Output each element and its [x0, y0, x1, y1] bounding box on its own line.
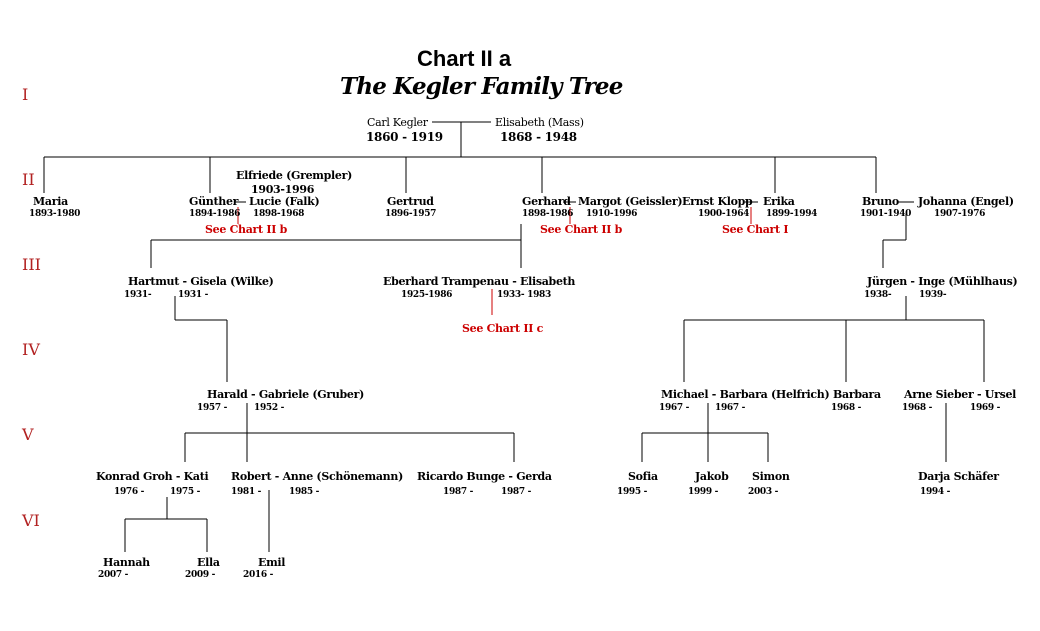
- person-dates: 1999 -: [688, 487, 719, 497]
- person-dates: 1896-1957: [385, 209, 437, 219]
- person-dates: 1900-1964: [698, 209, 750, 219]
- person-name: Sofia: [628, 470, 658, 483]
- person-dates: 1939-: [919, 290, 947, 300]
- person-name: Erika: [763, 195, 795, 208]
- couple-name: Eberhard Trampenau - Elisabeth: [383, 275, 576, 288]
- person-dates: 1893-1980: [29, 209, 81, 219]
- person-name: Maria: [33, 195, 68, 208]
- person-dates: 1968 -: [902, 403, 933, 413]
- person-dates: 1969 -: [970, 403, 1001, 413]
- person-dates: 1925-1986: [401, 290, 453, 300]
- person-dates: 1976 -: [114, 487, 145, 497]
- person-dates: 1975 -: [170, 487, 201, 497]
- person-dates: 1898-1986: [522, 209, 574, 219]
- see-chart-link[interactable]: See Chart I: [722, 223, 789, 236]
- person-name: Jakob: [695, 470, 729, 483]
- generation-label-2: II: [22, 170, 35, 189]
- person-dates: 1903-1996: [251, 183, 315, 196]
- person-dates: 2007 -: [98, 570, 129, 580]
- couple-name: Arne Sieber - Ursel: [904, 388, 1017, 401]
- couple-name: Robert - Anne (Schönemann): [231, 470, 403, 483]
- person-dates: 1987 -: [501, 487, 532, 497]
- person-name: Darja Schäfer: [918, 470, 999, 483]
- person-dates: 1860 - 1919: [366, 130, 443, 144]
- generation-label-4: IV: [22, 340, 40, 359]
- couple-name: Jürgen - Inge (Mühlhaus): [867, 275, 1018, 288]
- person-dates: 1957 -: [197, 403, 228, 413]
- person-dates: 1910-1996: [586, 209, 638, 219]
- person-dates: 2003 -: [748, 487, 779, 497]
- generation-label-3: III: [22, 255, 41, 274]
- couple-name: Michael - Barbara (Helfrich): [661, 388, 830, 401]
- chart-subtitle: The Kegler Family Tree: [340, 73, 623, 100]
- person-dates: 1981 -: [231, 487, 262, 497]
- person-name: Lucie (Falk): [249, 195, 320, 208]
- chart-title: Chart II a: [417, 46, 512, 71]
- person-dates: 1987 -: [443, 487, 474, 497]
- person-dates: 1994 -: [920, 487, 951, 497]
- see-chart-link[interactable]: See Chart II b: [205, 223, 287, 236]
- person-dates: 1931-: [124, 290, 152, 300]
- person-dates: 1894-1986: [189, 209, 241, 219]
- see-chart-link[interactable]: See Chart II c: [462, 322, 543, 335]
- person-name: Gertrud: [387, 195, 434, 208]
- person-name: Margot (Geissler): [578, 195, 683, 208]
- person-dates: 2009 -: [185, 570, 216, 580]
- person-dates: 1907-1976: [934, 209, 986, 219]
- person-dates: 1968 -: [831, 403, 862, 413]
- person-dates: 1985 -: [289, 487, 320, 497]
- person-dates: 1952 -: [254, 403, 285, 413]
- person-dates: 1898-1968: [253, 209, 305, 219]
- person-dates: 1899-1994: [766, 209, 818, 219]
- person-name: Bruno: [862, 195, 899, 208]
- person-dates: 1868 - 1948: [500, 130, 577, 144]
- person-dates: 1967 -: [715, 403, 746, 413]
- person-name: Elisabeth (Mass): [495, 116, 584, 129]
- person-dates: 1931 -: [178, 290, 209, 300]
- person-name: Hannah: [103, 556, 150, 569]
- couple-name: Konrad Groh - Kati: [96, 470, 209, 483]
- generation-label-5: V: [22, 425, 34, 444]
- person-dates: 1967 -: [659, 403, 690, 413]
- person-dates: 2016 -: [243, 570, 274, 580]
- person-name: Johanna (Engel): [918, 195, 1014, 208]
- person-name: Barbara: [833, 388, 881, 401]
- generation-label-6: VI: [22, 511, 40, 530]
- person-name: Emil: [258, 556, 286, 569]
- person-dates: 1938-: [864, 290, 892, 300]
- generation-label-1: I: [22, 85, 29, 104]
- person-name: Elfriede (Grempler): [236, 169, 352, 182]
- person-name: Simon: [752, 470, 790, 483]
- couple-name: Ricardo Bunge - Gerda: [417, 470, 552, 483]
- couple-name: Hartmut - Gisela (Wilke): [128, 275, 274, 288]
- person-dates: 1995 -: [617, 487, 648, 497]
- see-chart-link[interactable]: See Chart II b: [540, 223, 622, 236]
- couple-name: Harald - Gabriele (Gruber): [207, 388, 365, 401]
- person-name: Carl Kegler: [367, 116, 428, 129]
- person-dates: 1901-1940: [860, 209, 912, 219]
- person-name: Ernst Klopp: [682, 195, 753, 208]
- person-name: Günther: [189, 195, 239, 208]
- person-dates: 1933- 1983: [497, 290, 551, 300]
- person-name: Ella: [197, 556, 220, 569]
- person-name: Gerhard: [522, 195, 571, 208]
